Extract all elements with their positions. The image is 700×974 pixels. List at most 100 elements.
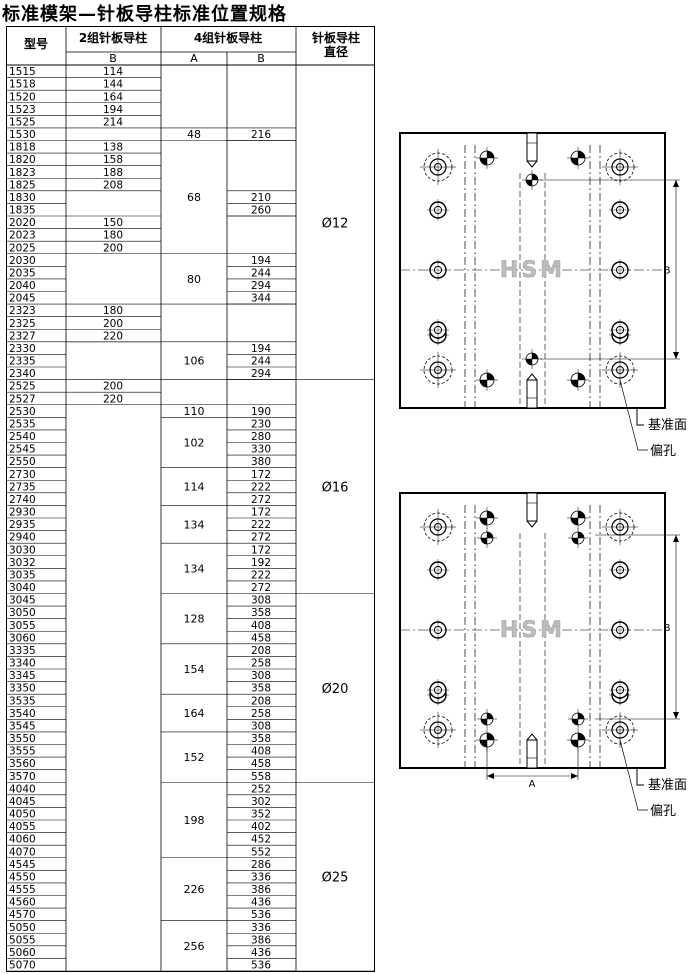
four-group-a-cell: 256: [184, 940, 205, 953]
model-cell: 2045: [9, 293, 36, 305]
two-group-b-cell: 200: [103, 242, 123, 254]
four-group-a-cell: 134: [184, 518, 205, 531]
ejector-quarter-b: [526, 180, 532, 186]
diameter-cell: Ø20: [322, 682, 349, 697]
diameter-cell: Ø25: [322, 871, 349, 886]
ejector-quarter-b: [571, 158, 578, 165]
offset-bushing-icon: [602, 149, 638, 185]
four-group-a-cell: 110: [184, 405, 205, 418]
ejector-quarter-b: [480, 518, 487, 525]
four-group-b-cell: 336: [251, 871, 271, 883]
four-group-b-cell: 336: [251, 922, 271, 934]
model-cell: 2525: [9, 381, 36, 393]
ejector-guide-pin-icon: [567, 507, 589, 529]
four-group-a-cell: 198: [184, 814, 205, 827]
model-cell: 2935: [9, 519, 36, 531]
model-cell: 3032: [9, 557, 36, 569]
four-group-b-cell: 230: [251, 418, 271, 430]
ejector-quarter-b: [571, 380, 578, 387]
ejector-quarter-a: [487, 713, 493, 719]
model-cell: 4040: [9, 783, 36, 795]
ejector-guide-pin-icon: [477, 709, 497, 729]
reference-face-label: 基准面: [648, 418, 687, 433]
model-cell: 4070: [9, 846, 36, 858]
model-cell: 4570: [9, 909, 36, 921]
model-cell: 5060: [9, 947, 36, 959]
model-cell: 1830: [9, 192, 36, 204]
two-group-b-cell: 144: [103, 79, 123, 91]
two-group-b-cell: 180: [103, 230, 123, 242]
model-cell: 3535: [9, 695, 36, 707]
offset-bushing-icon: [420, 149, 456, 185]
ejector-quarter-a: [487, 151, 494, 158]
two-group-b-cell: 180: [103, 305, 123, 317]
header-four-group: 4组针板导柱: [194, 30, 262, 45]
model-cell: 2035: [9, 267, 36, 279]
model-cell: 3045: [9, 595, 36, 607]
sprue-pin-body: [526, 492, 538, 522]
model-cell: 1523: [9, 104, 36, 116]
page-title: 标准模架—针板导柱标准位置规格: [2, 4, 287, 25]
four-group-a-cell: 226: [184, 883, 205, 896]
ejector-quarter-b: [572, 719, 578, 725]
four-group-b-cell: 172: [251, 507, 271, 519]
model-cell: 3545: [9, 720, 36, 732]
hsm-logo: HSM: [500, 258, 565, 283]
ejector-quarter-b: [481, 538, 487, 544]
two-group-b-cell: 164: [103, 91, 123, 103]
diameter-cell: Ø12: [322, 216, 349, 231]
ejector-guide-pin-icon: [568, 528, 588, 548]
four-group-b-cell: 222: [251, 481, 271, 493]
four-group-b-cell: 302: [251, 796, 271, 808]
model-cell: 2550: [9, 456, 36, 468]
model-cell: 1835: [9, 205, 36, 217]
model-cell: 3060: [9, 632, 36, 644]
ejector-guide-pin-icon: [567, 147, 589, 169]
ejector-quarter-b: [571, 518, 578, 525]
offset-bushing-icon: [602, 352, 638, 388]
four-group-b-cell: 358: [251, 733, 271, 745]
four-group-b-cell: 344: [251, 293, 271, 305]
model-cell: 1825: [9, 179, 36, 191]
four-group-b-cell: 222: [251, 519, 271, 531]
four-group-b-cell: 386: [251, 884, 271, 896]
four-group-b-cell: 536: [251, 960, 271, 972]
model-cell: 2530: [9, 406, 36, 418]
model-cell: 3540: [9, 708, 36, 720]
four-group-b-cell: 436: [251, 897, 271, 909]
model-cell: 4060: [9, 834, 36, 846]
dim-b-label: B: [664, 623, 671, 634]
four-group-b-cell: 286: [251, 859, 271, 871]
model-cell: 2327: [9, 330, 36, 342]
header-two-group: 2组针板导柱: [79, 30, 147, 45]
sprue-pin-icon: [526, 492, 538, 528]
sprue-pin-body: [526, 739, 538, 769]
guide-pin-hole-icon: [427, 559, 449, 581]
four-group-b-cell: 210: [251, 192, 271, 204]
four-group-a-cell: 80: [187, 273, 201, 286]
four-group-a-cell: 134: [184, 562, 205, 575]
sprue-pin-body: [526, 379, 538, 409]
four-group-b-cell: 190: [251, 406, 271, 418]
diameter-cell: Ø16: [322, 481, 349, 496]
model-cell: 2025: [9, 242, 36, 254]
guide-pin-hole-icon: [609, 199, 631, 221]
sprue-pin-body: [526, 132, 538, 162]
guide-pin-hole-icon: [427, 319, 449, 341]
ejector-guide-pin-icon: [476, 507, 498, 529]
model-cell: 2023: [9, 230, 36, 242]
four-group-b-cell: 358: [251, 607, 271, 619]
four-group-b-cell: 272: [251, 532, 271, 544]
model-cell: 4045: [9, 796, 36, 808]
ejector-guide-pin-icon: [476, 369, 498, 391]
offset-hole-leader: [619, 379, 648, 451]
four-group-b-cell: 280: [251, 431, 271, 443]
guide-pin-hole-icon: [609, 559, 631, 581]
ejector-quarter-a: [578, 373, 585, 380]
four-group-b-cell: 308: [251, 670, 271, 682]
offset-hole-label: 偏孔: [650, 804, 676, 819]
four-group-b-cell: 380: [251, 456, 271, 468]
dim-a-label: A: [529, 779, 536, 790]
model-cell: 3335: [9, 645, 36, 657]
four-group-b-cell: 308: [251, 720, 271, 732]
